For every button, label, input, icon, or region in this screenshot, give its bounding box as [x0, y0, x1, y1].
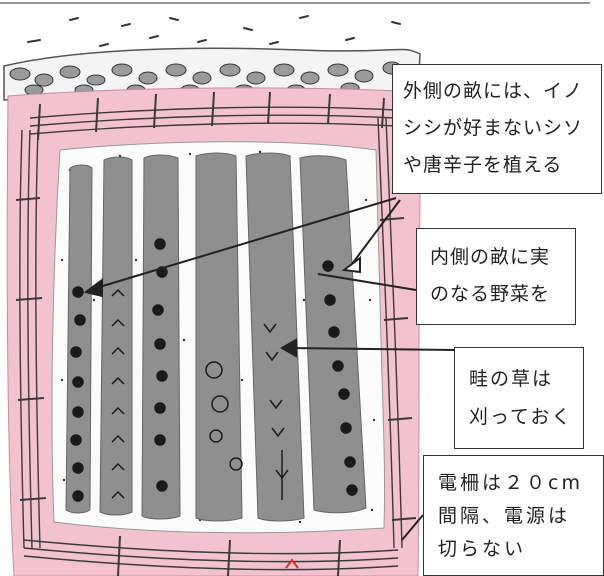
arrow-inner-beds — [317, 273, 417, 291]
vegetable-beds — [65, 152, 367, 522]
plant-row-4 — [205, 361, 243, 471]
bed-3 — [141, 154, 181, 520]
callout-electric-fence-line-2: 間隔、電源は — [438, 505, 571, 527]
callout-weeds-line-1: 畦の草は — [469, 368, 554, 390]
plant-row-6 — [322, 260, 358, 496]
bed-5 — [245, 152, 305, 522]
plants — [70, 238, 358, 502]
bottom-red-mark — [285, 558, 299, 569]
plant-row-5 — [263, 323, 289, 500]
plant-row-3 — [152, 238, 168, 492]
callout-weeds: 畦の草は 刈っておく — [454, 347, 584, 449]
callout-outer-beds-line-1: 外側の畝には、イノ — [403, 80, 584, 102]
callout-outer-beds: 外側の畝には、イノ シシが好まないシソ や唐辛子を植える — [392, 64, 602, 194]
callout-outer-beds-line-3: や唐辛子を植える — [403, 154, 563, 176]
bed-1 — [65, 164, 93, 514]
plant-row-1 — [70, 286, 86, 502]
callout-electric-fence-line-1: 電柵は２０cm — [438, 472, 583, 494]
callout-electric-fence: 電柵は２０cm 間隔、電源は 切らない — [423, 455, 604, 576]
callout-weeds-line-2: 刈っておく — [469, 406, 573, 428]
bed-4 — [195, 152, 243, 522]
callout-outer-beds-line-2: シシが好まないシソ — [403, 117, 584, 139]
arrow-weeds — [289, 347, 455, 351]
arrow-fence — [401, 514, 424, 541]
callout-inner-beds-line-2: のなる野菜を — [430, 283, 551, 305]
arrow-outer-beds — [95, 197, 397, 289]
plant-row-2 — [111, 288, 125, 499]
callout-inner-beds-line-1: 内側の畝に実 — [430, 246, 551, 268]
top-soil-marks — [27, 15, 401, 47]
arrow-outer-beds-2 — [351, 199, 401, 265]
callout-electric-fence-line-3: 切らない — [438, 538, 527, 560]
callout-inner-beds: 内側の畝に実 のなる野菜を — [416, 228, 576, 325]
bed-2 — [99, 156, 133, 516]
electric-fence — [15, 91, 417, 576]
callout-arrows — [83, 197, 455, 541]
